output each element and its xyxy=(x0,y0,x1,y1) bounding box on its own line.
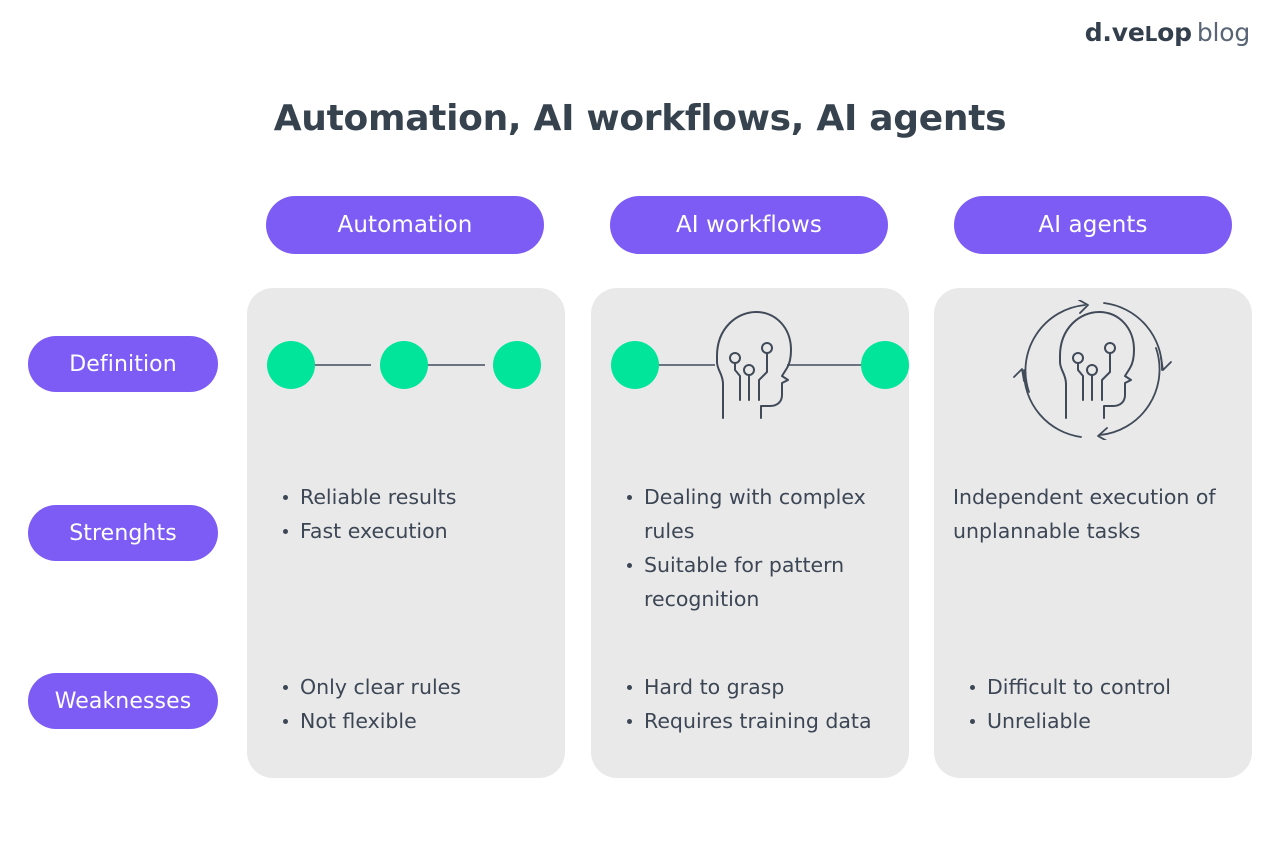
column-header-automation: Automation xyxy=(266,196,544,254)
strengths-text: Independent execution of unplannable tas… xyxy=(953,485,1216,543)
list-item: Dealing with complex rules xyxy=(627,480,898,548)
weaknesses-cell-ai-workflows: Hard to grasp Requires training data xyxy=(622,670,900,738)
row-label-text: Strenghts xyxy=(69,520,177,546)
column-card-ai-agents xyxy=(934,288,1252,778)
strengths-list: Dealing with complex rules Suitable for … xyxy=(622,480,898,616)
brand-name-part-2: op xyxy=(1157,18,1192,47)
row-label-text: Definition xyxy=(69,351,177,377)
ai-head-circular-arrows-icon xyxy=(1013,299,1172,442)
weaknesses-list: Only clear rules Not flexible xyxy=(278,670,554,738)
weaknesses-list: Difficult to control Unreliable xyxy=(965,670,1243,738)
strengths-list: Reliable results Fast execution xyxy=(278,480,554,548)
list-item: Reliable results xyxy=(283,480,554,514)
definition-visual-ai-workflows xyxy=(591,300,909,440)
list-item: Hard to grasp xyxy=(627,670,900,704)
list-item: Requires training data xyxy=(627,704,900,738)
weaknesses-cell-ai-agents: Difficult to control Unreliable xyxy=(965,670,1243,738)
strengths-cell-automation: Reliable results Fast execution xyxy=(278,480,554,548)
list-item: Unreliable xyxy=(970,704,1243,738)
column-header-label: Automation xyxy=(337,212,473,238)
column-header-ai-agents: AI agents xyxy=(954,196,1232,254)
brand-name-secondary: blog xyxy=(1196,18,1250,47)
strengths-cell-ai-workflows: Dealing with complex rules Suitable for … xyxy=(622,480,898,616)
three-nodes-chain-icon xyxy=(267,341,541,389)
definition-visual-automation xyxy=(247,300,565,440)
row-label-definition: Definition xyxy=(28,336,218,392)
brand-name-part-1: d.ve xyxy=(1084,18,1145,47)
row-label-text: Weaknesses xyxy=(54,688,192,714)
column-header-label: AI agents xyxy=(1038,212,1148,238)
brand-name-primary: d.veLop xyxy=(1085,18,1192,47)
list-item: Not flexible xyxy=(283,704,554,738)
weaknesses-list: Hard to grasp Requires training data xyxy=(622,670,900,738)
brand-name-smallcap: L xyxy=(1144,22,1158,46)
row-label-weaknesses: Weaknesses xyxy=(28,673,218,729)
definition-visual-ai-agents xyxy=(934,299,1252,442)
list-item: Difficult to control xyxy=(970,670,1243,704)
row-label-strengths: Strenghts xyxy=(28,505,218,561)
strengths-cell-ai-agents: Independent execution of unplannable tas… xyxy=(953,480,1231,548)
ai-head-between-nodes-icon xyxy=(611,311,909,419)
list-item: Suitable for pattern recognition xyxy=(627,548,898,616)
column-header-label: AI workflows xyxy=(675,212,823,238)
list-item: Only clear rules xyxy=(283,670,554,704)
page-title: Automation, AI workflows, AI agents xyxy=(273,98,1007,139)
weaknesses-cell-automation: Only clear rules Not flexible xyxy=(278,670,554,738)
column-header-ai-workflows: AI workflows xyxy=(610,196,888,254)
list-item: Fast execution xyxy=(283,514,554,548)
